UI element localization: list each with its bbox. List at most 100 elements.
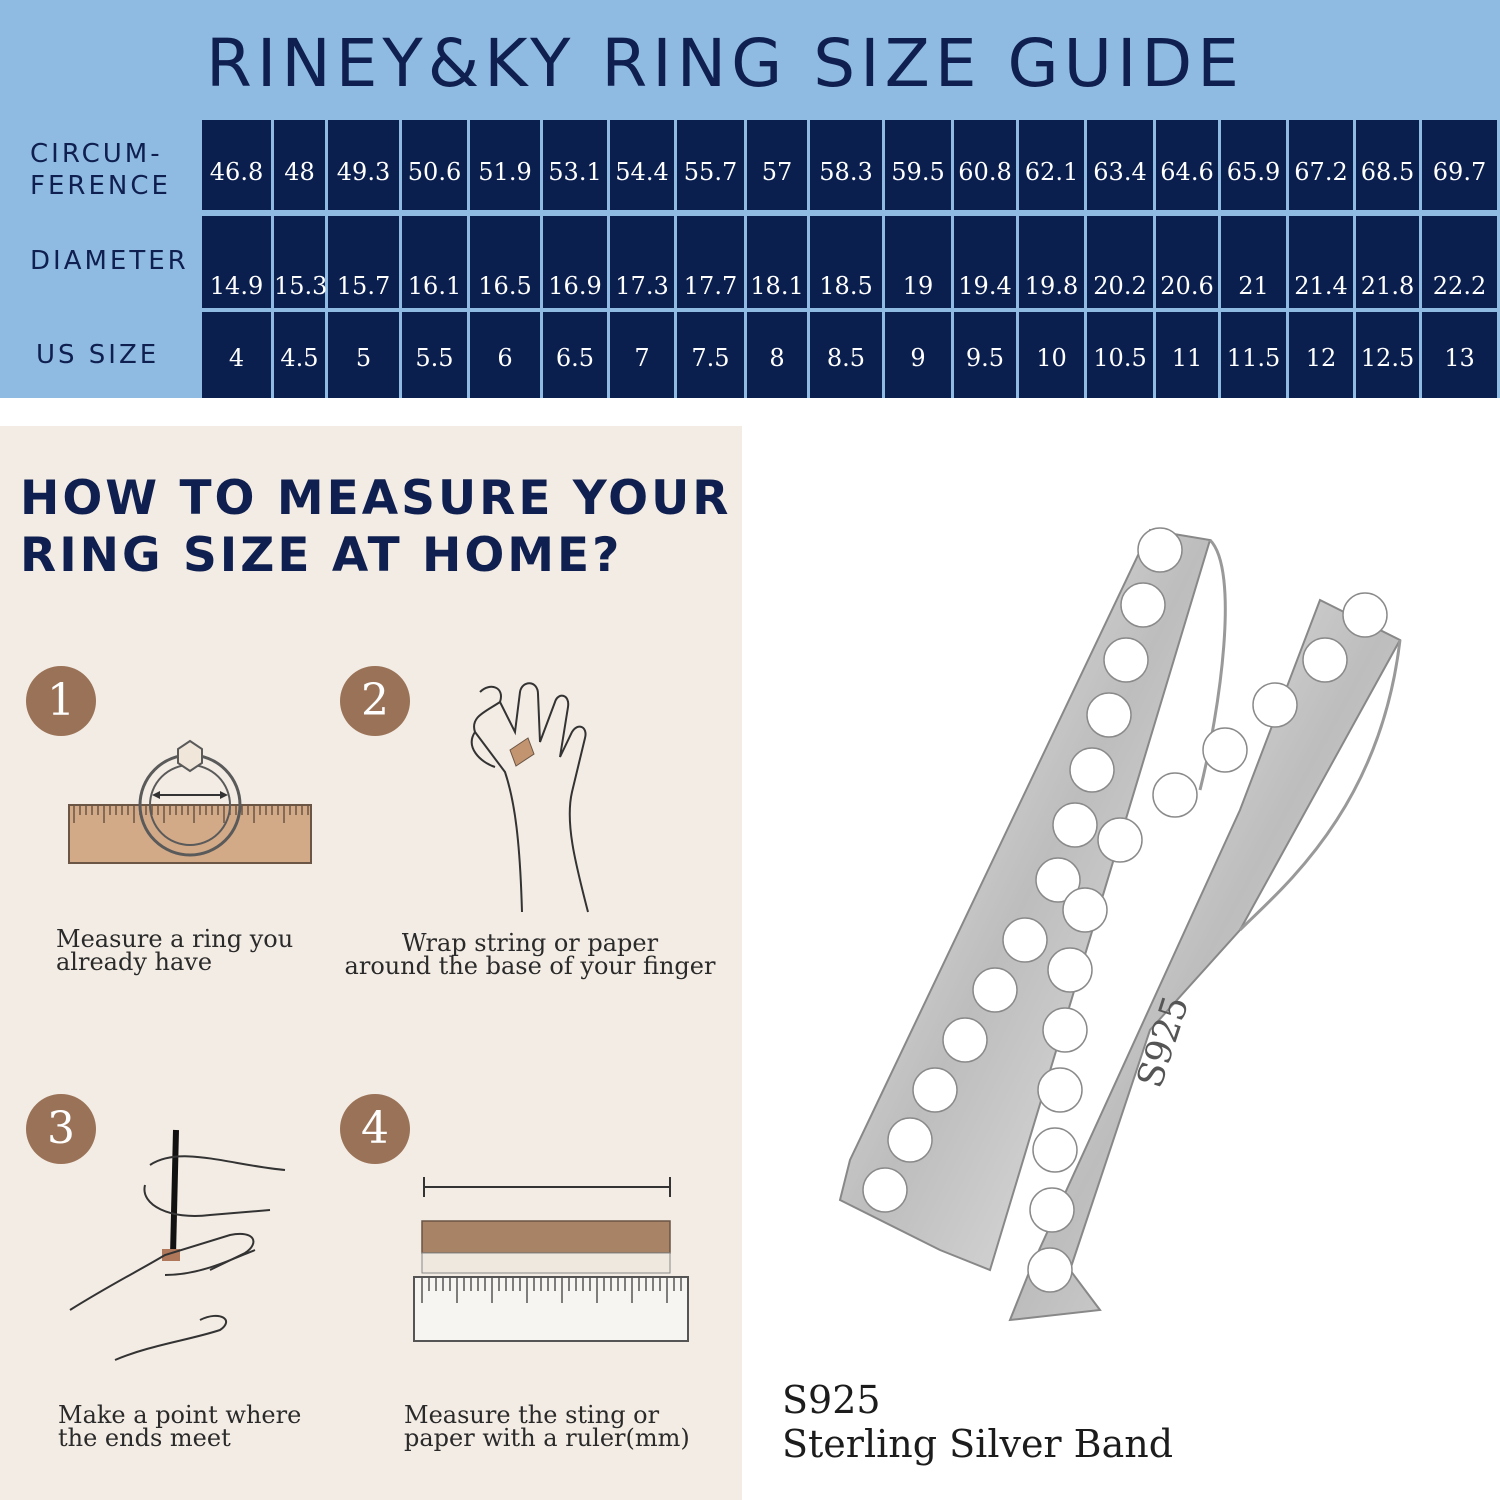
size-cell: 16.9 <box>543 216 607 308</box>
size-cell-value: 19.4 <box>958 272 1012 300</box>
crossover-ring-image: S925 <box>838 527 1402 1322</box>
size-cell: 4.5 <box>274 312 325 398</box>
size-cell: 65.9 <box>1221 120 1286 210</box>
size-cell-value: 8.5 <box>826 344 866 372</box>
size-cell: 15.3 <box>274 216 327 308</box>
size-cell-value: 17.3 <box>615 272 669 300</box>
size-cell-value: 10.5 <box>1093 344 1147 372</box>
size-cell-value: 15.7 <box>336 272 391 300</box>
size-cell-value: 68.5 <box>1360 158 1415 186</box>
size-cell-value: 11 <box>1171 344 1203 372</box>
size-cell: 53.1 <box>543 120 607 210</box>
caption-line: Make a point where <box>58 1401 302 1429</box>
size-cell-value: 9 <box>910 344 926 372</box>
size-cell-value: 20.6 <box>1160 272 1214 300</box>
size-cell-value: 5 <box>355 344 372 372</box>
size-cell-value: 19.8 <box>1024 272 1079 300</box>
size-cell: 50.6 <box>402 120 467 210</box>
size-cell-value: 49.3 <box>336 158 391 186</box>
caption-line: around the base of your finger <box>344 952 716 980</box>
step-4-badge: 4 <box>340 1094 410 1164</box>
step-3-caption: Make a point where the ends meet <box>58 1401 302 1450</box>
size-cell: 10 <box>1019 312 1084 398</box>
size-cell-value: 46.8 <box>209 158 264 186</box>
header-banner <box>0 0 1500 118</box>
size-cell: 18.1 <box>747 216 807 308</box>
size-cell: 46.8 <box>202 120 271 210</box>
size-cell: 9 <box>885 312 951 398</box>
size-cell: 68.5 <box>1356 120 1419 210</box>
size-cell: 12.5 <box>1356 312 1419 398</box>
size-cell: 62.1 <box>1019 120 1084 210</box>
size-cell-value: 4.5 <box>280 344 319 372</box>
size-cell: 21 <box>1221 216 1286 308</box>
size-cell-value: 19 <box>902 272 934 300</box>
size-cell: 7.5 <box>677 312 744 398</box>
size-cell: 6.5 <box>543 312 607 398</box>
size-cell: 48 <box>274 120 325 210</box>
howto-line: HOW TO MEASURE YOUR <box>20 471 732 526</box>
caption-line: Measure a ring you <box>56 925 294 953</box>
size-cell-value: 16.1 <box>407 272 462 300</box>
size-cell-value: 55.7 <box>683 158 738 186</box>
size-cell-value: 14.9 <box>209 272 264 300</box>
size-cell: 19 <box>885 216 951 308</box>
product-caption: S925 Sterling Silver Band <box>782 1378 1173 1466</box>
row-label-us-size: US SIZE <box>36 340 160 370</box>
size-cell-value: 51.9 <box>478 158 532 186</box>
size-cell: 69.7 <box>1422 120 1497 210</box>
size-cell-value: 18.5 <box>819 272 873 300</box>
row-label-diameter: DIAMETER <box>30 246 189 276</box>
size-cell: 8.5 <box>810 312 882 398</box>
size-cell-value: 16.5 <box>478 272 532 300</box>
size-cell-value: 21.8 <box>1360 272 1415 300</box>
size-cell-value: 11.5 <box>1226 344 1281 372</box>
size-cell-value: 6 <box>497 344 513 372</box>
hand-pen-mark-icon <box>69 1129 286 1361</box>
caption-line: Measure the sting or <box>404 1401 660 1429</box>
size-cell-value: 17.7 <box>683 272 738 300</box>
size-cell-value: 60.8 <box>958 158 1012 186</box>
size-cell-value: 8 <box>769 344 785 372</box>
size-cell-value: 22.2 <box>1432 272 1487 300</box>
size-cell: 6 <box>470 312 540 398</box>
size-cell: 22.2 <box>1422 216 1497 308</box>
page-title: RINEY&KY RING SIZE GUIDE <box>206 25 1244 102</box>
size-cell: 10.5 <box>1087 312 1153 398</box>
size-cell-value: 53.1 <box>548 158 602 186</box>
step-2-badge: 2 <box>340 666 410 736</box>
size-cell: 13 <box>1422 312 1497 398</box>
howto-heading: HOW TO MEASURE YOUR RING SIZE AT HOME? <box>20 470 731 584</box>
size-cell-value: 10 <box>1036 344 1067 372</box>
size-cell-value: 67.2 <box>1294 158 1348 186</box>
size-cell: 8 <box>747 312 807 398</box>
step-4-caption: Measure the sting or paper with a ruler(… <box>404 1401 690 1450</box>
size-cell-value: 57 <box>761 158 793 186</box>
size-cell: 17.7 <box>677 216 744 308</box>
size-cell-value: 59.5 <box>891 158 945 186</box>
howto-line: RING SIZE AT HOME? <box>20 528 623 583</box>
size-cell-value: 62.1 <box>1024 158 1079 186</box>
size-cell: 67.2 <box>1289 120 1353 210</box>
size-cell-value: 18.1 <box>750 272 804 300</box>
size-cell-value: 9.5 <box>965 344 1005 372</box>
size-cell-value: 16.9 <box>548 272 602 300</box>
size-cell: 21.4 <box>1289 216 1353 308</box>
size-cell: 16.5 <box>470 216 540 308</box>
step-1-badge: 1 <box>26 666 96 736</box>
step-3-badge: 3 <box>26 1094 96 1164</box>
size-cell: 11.5 <box>1221 312 1286 398</box>
paper-on-ruler-icon <box>413 1177 689 1342</box>
size-cell-value: 69.7 <box>1432 158 1487 186</box>
product-line: S925 <box>782 1378 881 1422</box>
row-label-circumference: CIRCUM- FERENCE <box>30 138 230 202</box>
hand-wrap-icon <box>470 682 589 913</box>
size-cell: 15.7 <box>328 216 399 308</box>
size-cell: 20.6 <box>1156 216 1218 308</box>
size-cell-value: 54.4 <box>615 158 669 186</box>
size-cell-value: 5.5 <box>415 344 454 372</box>
ring-on-ruler-icon <box>68 739 312 864</box>
step-1-caption: Measure a ring you already have <box>56 925 294 974</box>
size-cell-value: 4 <box>228 344 245 372</box>
